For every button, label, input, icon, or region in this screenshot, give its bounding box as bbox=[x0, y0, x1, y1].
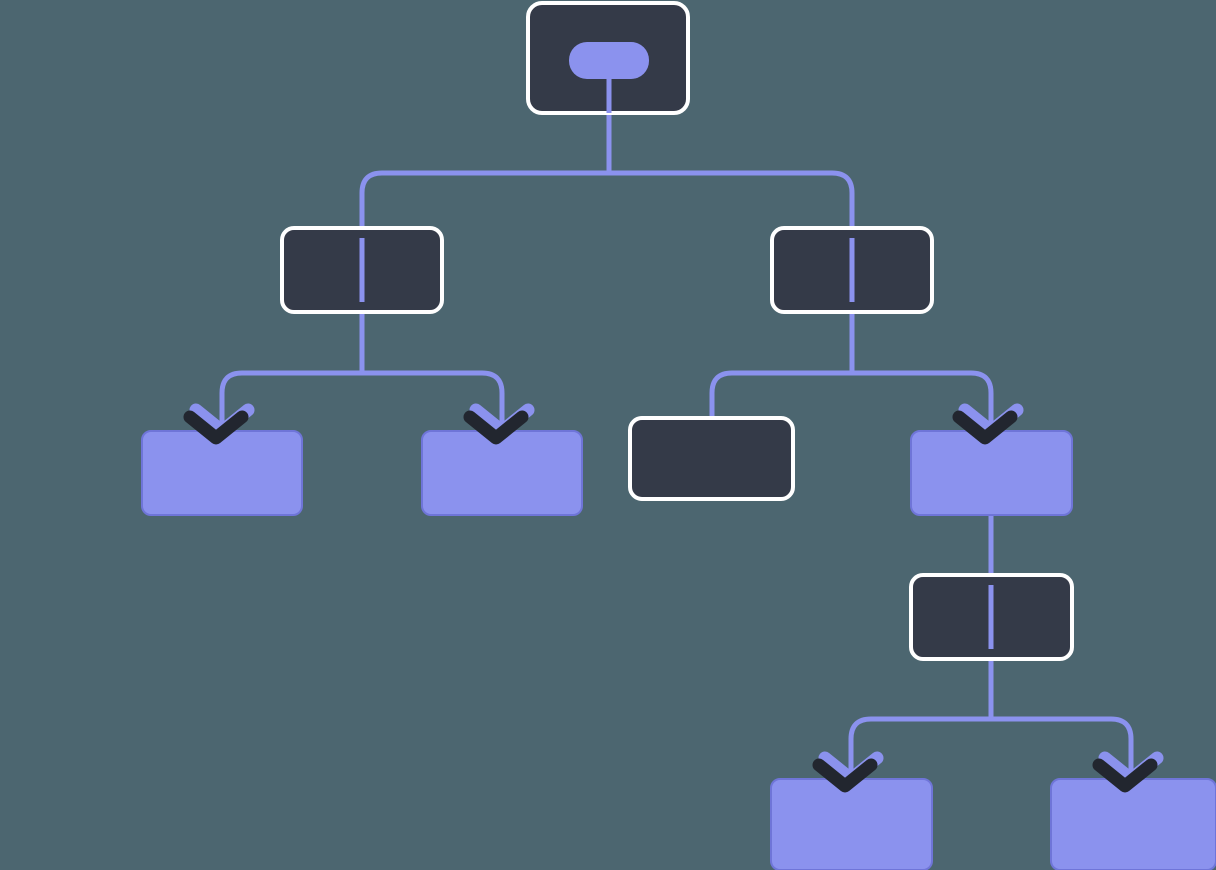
arrow-head-level3-leaf-one bbox=[183, 403, 255, 445]
root-to-level2-left bbox=[359, 170, 609, 228]
node-card-purple[interactable] bbox=[770, 778, 933, 870]
arrow-head-level3-leaf-two bbox=[463, 403, 535, 445]
node-level2-right-node[interactable] bbox=[770, 226, 934, 314]
node-level3-dark-node[interactable] bbox=[628, 416, 795, 501]
arrow-heads-layer bbox=[183, 403, 1164, 793]
nodes-layer bbox=[141, 1, 1216, 870]
node-level4-dark-node[interactable] bbox=[909, 573, 1074, 661]
node-level3-leaf-one[interactable] bbox=[141, 430, 303, 516]
node-pill-badge bbox=[569, 42, 649, 79]
chevron-dark-icon bbox=[812, 758, 878, 793]
connector-edges-layer bbox=[219, 113, 1134, 779]
node-level5-leaf-two[interactable] bbox=[1050, 778, 1216, 870]
node-card-purple[interactable] bbox=[421, 430, 583, 516]
level4-to-leaf-two bbox=[991, 716, 1134, 779]
chevron-dark-icon bbox=[463, 410, 529, 445]
level4-to-leaf-one bbox=[848, 716, 991, 779]
level2-left-to-leaf-one bbox=[219, 370, 362, 431]
node-card-purple[interactable] bbox=[1050, 778, 1216, 870]
node-level3-branch-node[interactable] bbox=[910, 430, 1073, 516]
node-card-dark[interactable] bbox=[628, 416, 795, 501]
node-level3-leaf-two[interactable] bbox=[421, 430, 583, 516]
node-card-purple[interactable] bbox=[141, 430, 303, 516]
level2-right-to-branch-node bbox=[852, 370, 994, 431]
chevron-dark-icon bbox=[1092, 758, 1158, 793]
node-level5-leaf-one[interactable] bbox=[770, 778, 933, 870]
root-to-level2-right bbox=[609, 170, 855, 228]
chevron-dark-icon bbox=[952, 410, 1018, 445]
node-card-purple[interactable] bbox=[910, 430, 1073, 516]
node-level2-left-node[interactable] bbox=[280, 226, 444, 314]
arrow-head-level5-leaf-one bbox=[812, 751, 884, 793]
level2-left-to-leaf-two bbox=[362, 370, 505, 431]
arrow-head-level3-branch-node bbox=[952, 403, 1024, 445]
node-root-node[interactable] bbox=[526, 1, 690, 115]
arrow-head-level5-leaf-two bbox=[1092, 751, 1164, 793]
chevron-dark-icon bbox=[183, 410, 249, 445]
level2-right-to-dark-node bbox=[709, 370, 852, 418]
